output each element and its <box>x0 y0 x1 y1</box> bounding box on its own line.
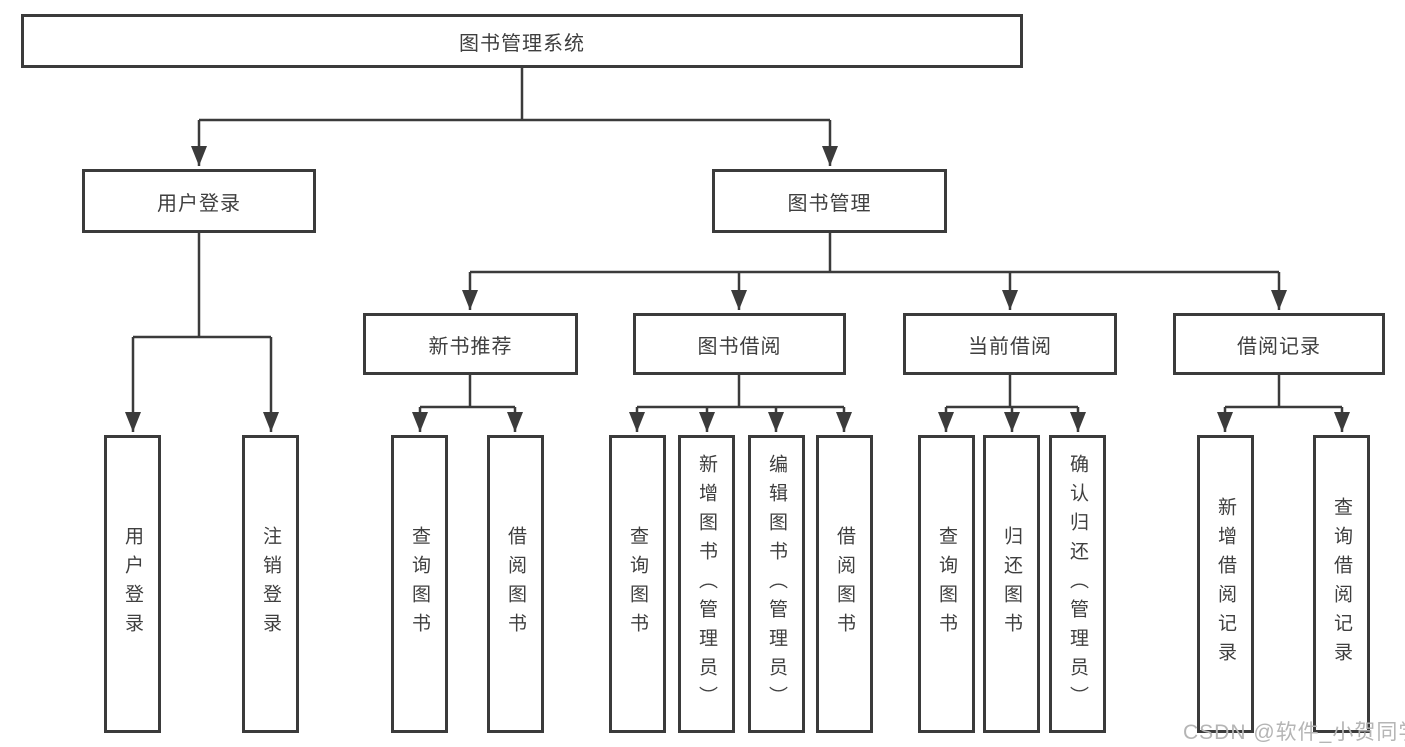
connector-book-mgmt-to-level3 <box>462 233 1287 310</box>
leaf-edit-book-admin: 编辑图书（管理员） <box>748 435 805 733</box>
leaf-query-books-under-borrowing: 查询图书 <box>609 435 666 733</box>
leaf-add-borrow-record: 新增借阅记录 <box>1197 435 1254 733</box>
node-label: 用户登录 <box>157 192 241 215</box>
connector-book-borrow-to-leaves <box>629 375 852 432</box>
leaf-label: 查询借阅记录 <box>1331 497 1352 671</box>
leaf-confirm-return-admin: 确认归还（管理员） <box>1049 435 1106 733</box>
connector-user-login-to-leaves <box>125 233 279 432</box>
node-current-borrowing: 当前借阅 <box>903 313 1117 375</box>
leaf-label: 查询图书 <box>627 526 648 642</box>
connector-new-book-to-leaves <box>412 375 523 432</box>
leaf-return-book: 归还图书 <box>983 435 1040 733</box>
node-label: 借阅记录 <box>1237 335 1321 358</box>
connector-borrow-records-to-leaves <box>1217 375 1350 432</box>
node-user-login: 用户登录 <box>82 169 316 233</box>
leaf-add-book-admin: 新增图书（管理员） <box>678 435 735 733</box>
node-book-borrowing: 图书借阅 <box>633 313 846 375</box>
node-book-management: 图书管理 <box>712 169 947 233</box>
leaf-label: 注销登录 <box>260 526 281 642</box>
node-library-management-system: 图书管理系统 <box>21 14 1023 68</box>
node-borrowing-records: 借阅记录 <box>1173 313 1385 375</box>
leaf-borrow-books-under-new-book: 借阅图书 <box>487 435 544 733</box>
leaf-borrow-books-under-borrowing: 借阅图书 <box>816 435 873 733</box>
leaf-query-borrow-record: 查询借阅记录 <box>1313 435 1370 733</box>
leaf-label: 查询图书 <box>936 526 957 642</box>
csdn-watermark: CSDN @软件_小贺同学 <box>1183 721 1405 744</box>
leaf-label: 编辑图书（管理员） <box>766 453 787 715</box>
leaf-user-login: 用户登录 <box>104 435 161 733</box>
leaf-query-books-under-new-book: 查询图书 <box>391 435 448 733</box>
leaf-label: 确认归还（管理员） <box>1067 453 1088 715</box>
leaf-label: 借阅图书 <box>505 526 526 642</box>
leaf-query-books-under-current: 查询图书 <box>918 435 975 733</box>
node-label: 新书推荐 <box>428 335 513 358</box>
connector-root-to-level2 <box>191 68 838 166</box>
leaf-label: 新增图书（管理员） <box>696 453 717 715</box>
leaf-label: 查询图书 <box>409 526 430 642</box>
node-label: 图书借阅 <box>697 335 782 358</box>
node-label: 图书管理 <box>787 192 872 215</box>
leaf-label: 归还图书 <box>1001 526 1022 642</box>
node-new-book-recommendation: 新书推荐 <box>363 313 578 375</box>
node-label: 当前借阅 <box>968 335 1052 358</box>
connector-current-borrow-to-leaves <box>938 375 1086 432</box>
leaf-label: 新增借阅记录 <box>1215 497 1236 671</box>
leaf-label: 用户登录 <box>122 526 143 642</box>
leaf-label: 借阅图书 <box>834 526 855 642</box>
leaf-logout: 注销登录 <box>242 435 299 733</box>
node-label: 图书管理系统 <box>459 32 585 55</box>
